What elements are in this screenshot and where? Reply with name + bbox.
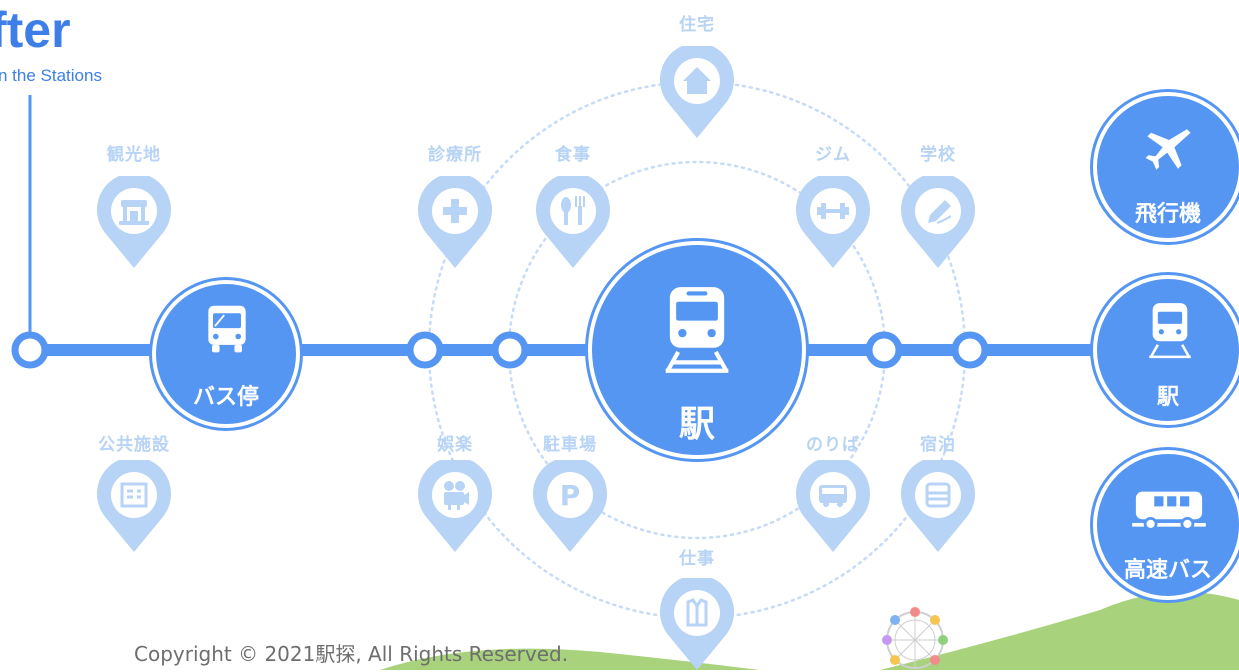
brand-logo[interactable]: fter: [0, 2, 71, 58]
station-label: 駅: [1156, 385, 1179, 410]
train-icon: [1149, 303, 1191, 359]
pin-entertainment[interactable]: [418, 460, 492, 554]
pin-label-clinic: 診療所: [428, 145, 482, 165]
pin-label-gym: ジム: [815, 145, 851, 165]
hill-left: [380, 648, 760, 670]
pin-label-housing: 住宅: [679, 15, 715, 35]
pin-label-work: 仕事: [679, 549, 715, 569]
ferris-wheel: [882, 607, 948, 669]
pencil-icon: [928, 200, 952, 224]
highway-bus-hub[interactable]: 高速バス: [1093, 450, 1239, 600]
nodes: [11, 331, 989, 369]
parking-icon: P: [560, 479, 581, 512]
pin-public[interactable]: [97, 460, 171, 554]
pin-label-public: 公共施設: [98, 435, 170, 455]
pin-work[interactable]: [660, 578, 734, 672]
pin-boarding[interactable]: [796, 460, 870, 554]
pin-parking[interactable]: P: [533, 460, 607, 554]
pin-label-entertainment: 娯楽: [437, 435, 473, 455]
house-icon: [683, 67, 711, 94]
pin-clinic[interactable]: [418, 176, 492, 270]
plus-icon: [443, 199, 467, 223]
pin-label-lodging: 宿泊: [920, 435, 956, 455]
node: [865, 331, 903, 369]
coach-bus-icon: [1132, 491, 1206, 531]
bus-stop-label: バス停: [192, 385, 259, 410]
building-icon: [120, 482, 148, 508]
train-icon: [665, 287, 729, 373]
shirt-icon: [686, 598, 708, 627]
bed-icon: [925, 482, 951, 508]
airplane-label: 飛行機: [1134, 202, 1201, 227]
highway-bus-label: 高速バス: [1123, 558, 1212, 583]
movie-camera-icon: [444, 481, 469, 510]
pin-housing[interactable]: [660, 46, 734, 140]
pin-gym[interactable]: [796, 176, 870, 270]
pin-label-school: 学校: [920, 145, 956, 165]
shop-icon: [119, 200, 149, 225]
central-station-label: 駅: [678, 404, 715, 445]
brand-tagline: n the Stations: [0, 66, 102, 85]
pin-food[interactable]: [536, 176, 610, 270]
pin-sightseeing[interactable]: [97, 176, 171, 270]
fork-knife-icon: [561, 196, 585, 225]
pin-label-boarding: のりば: [806, 435, 860, 455]
central-station-hub[interactable]: 駅: [588, 241, 806, 459]
node: [951, 331, 989, 369]
bus-stop-hub[interactable]: バス停: [152, 280, 300, 428]
airplane-hub[interactable]: 飛行機: [1093, 92, 1239, 242]
node: [11, 331, 49, 369]
airplane-icon: [1145, 129, 1191, 170]
pin-school[interactable]: [901, 176, 975, 270]
node: [491, 331, 529, 369]
node: [406, 331, 444, 369]
dumbbell-icon: [817, 203, 849, 219]
bus-icon: [819, 485, 847, 507]
pin-label-parking: 駐車場: [543, 435, 597, 455]
bus-icon: [208, 305, 246, 353]
pin-label-food: 食事: [555, 145, 591, 165]
station-hub[interactable]: 駅: [1093, 275, 1239, 425]
hill-right: [880, 592, 1239, 670]
pin-lodging[interactable]: [901, 460, 975, 554]
copyright-text: Copyright © 2021駅探, All Rights Reserved.: [134, 642, 569, 666]
pin-label-sightseeing: 観光地: [107, 145, 161, 165]
